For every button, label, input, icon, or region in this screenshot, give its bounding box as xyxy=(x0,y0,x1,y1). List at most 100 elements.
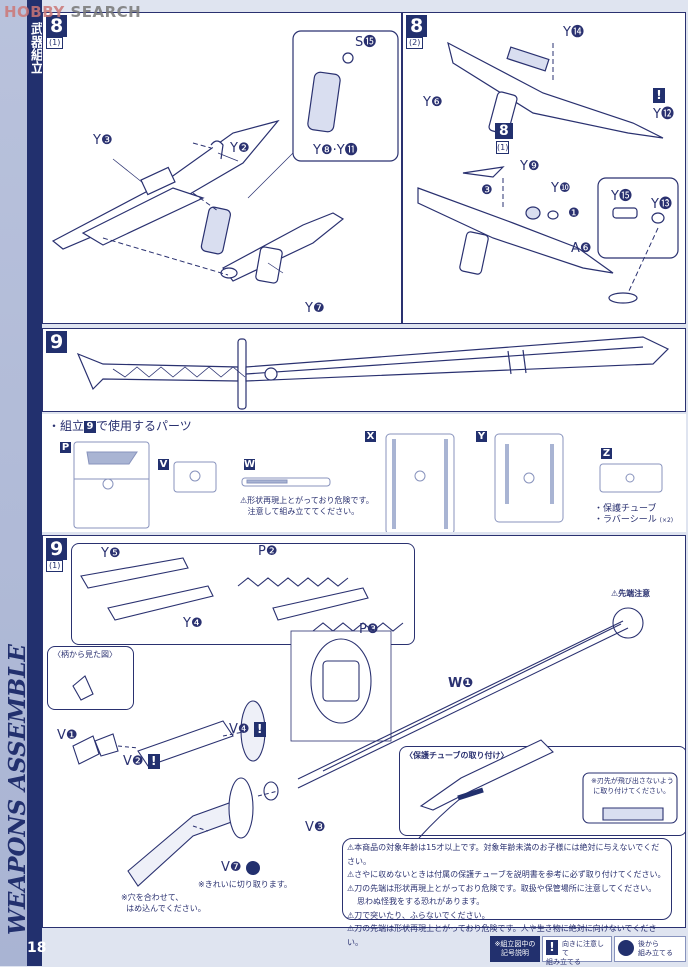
warning-text: 刀の先端は形状再現上とがっており危険です。人や生き物に絶対に向けないでください。 xyxy=(347,924,657,947)
substep-number: (2) xyxy=(406,37,424,49)
part-label-1: ❶ xyxy=(568,206,580,221)
watermark-logo: HOBBY SEARCH xyxy=(4,3,141,21)
parts-title-suffix: で使用するパーツ xyxy=(96,419,192,433)
warning-text: 刀で突いたり、ふらないでください。 xyxy=(354,910,490,920)
assemble-later-icon xyxy=(618,940,634,956)
orientation-mark-icon: ! xyxy=(253,722,266,737)
sidebar-band xyxy=(27,0,42,966)
watermark-brand-1: HOBBY xyxy=(4,3,65,21)
parts-title-step: 9 xyxy=(84,420,97,433)
part-label-y10: Y❿ xyxy=(551,181,571,196)
warning-item: ⚠刀の先端は形状再現上とがっており危険です。人や生き物に絶対に向けないでください… xyxy=(347,924,657,947)
reference-substep: (1) xyxy=(496,141,510,154)
part-label-v7-text: V❼ xyxy=(221,860,242,875)
step-8-1-panel: 8 (1) Y❸ Y❷ S⓯ Y❽·Y⓫ Y❼ xyxy=(42,12,402,324)
part-label-a6: A❻ xyxy=(571,241,592,256)
rifle-assembly-illustration xyxy=(51,30,399,284)
tube-attach-title: 〈保護チューブの取り付け〉 xyxy=(405,751,509,760)
part-label-v1: V❶ xyxy=(57,728,78,743)
legend-orientation: ! 向きに注意して組み立てる xyxy=(542,936,612,966)
step-number: 9 xyxy=(46,538,68,560)
runner-tag-z: Z xyxy=(601,448,612,459)
step-9-panel: 9 xyxy=(42,328,686,412)
part-label-y15: Y⓯ xyxy=(611,189,632,204)
part-label-v2-text: V❷ xyxy=(123,754,144,769)
orientation-mark-icon: ! xyxy=(546,940,558,955)
runner-illustrations xyxy=(73,433,663,532)
part-label-y8-y11: Y❽·Y⓫ xyxy=(313,143,358,158)
runner-tag-y: Y xyxy=(476,431,487,442)
step-number: 8 xyxy=(406,15,428,37)
side-view-inset xyxy=(47,646,134,710)
rifle-final-illustration xyxy=(417,41,679,304)
part-label-p2: P❷ xyxy=(258,544,278,559)
orientation-mark-icon: ! xyxy=(653,88,665,103)
runner-tag-v: V xyxy=(158,459,169,470)
part-label-s15: S⓯ xyxy=(355,35,377,50)
runner-tag-x: X xyxy=(365,431,376,442)
katana-assembly-illustration xyxy=(72,557,678,887)
z-item-seal-qty: (×2) xyxy=(659,517,674,524)
sword-illustration xyxy=(76,336,670,410)
legend-title: ※組立図中の記号説明 xyxy=(490,936,540,962)
runner-tag-p: P xyxy=(60,442,71,453)
warning-item: ⚠刀の先端は形状再現上とがっており危険です。取扱や保管場所に注意してください。 xyxy=(347,883,657,893)
legend-later-2: 組み立てる xyxy=(638,949,673,957)
part-label-y14: Y⓮ xyxy=(563,25,584,40)
part-label-v2: V❷ ! xyxy=(123,754,160,769)
step-8-2-panel: 8 (2) Y⓮ Y❻ !Y⓬ 8 (1) Y❾ Y❿ ❸ ❶ Y⓯ Y⓭ A❻ xyxy=(402,12,686,324)
section-title-jp: 武器組立 xyxy=(28,22,43,74)
part-label-v4: V❹ ! xyxy=(229,722,266,737)
watermark-brand-2: SEARCH xyxy=(64,3,142,21)
part-label-y6: Y❻ xyxy=(423,95,443,110)
warning-text: 本商品の対象年齢は15才以上です。対象年齢未満のお子様には絶対に与えないでくださ… xyxy=(347,843,660,866)
warning-item: 思わぬ怪我をする恐れがあります。 xyxy=(347,895,667,909)
part-label-y12-text: Y⓬ xyxy=(653,107,674,122)
tube-note: ※刃先が飛び出さないよう に取り付けてください。 xyxy=(591,776,674,796)
warning-text: 思わぬ怪我をする恐れがあります。 xyxy=(357,897,485,906)
w-warning: ⚠形状再現上とがっており危険です。 注意して組み立ててください。 xyxy=(240,496,374,516)
note-fit-1: ※穴を合わせて、 xyxy=(121,893,184,902)
part-label-y3: Y❸ xyxy=(93,133,113,148)
w-warning-line-2: 注意して組み立ててください。 xyxy=(247,507,360,516)
part-label-y13: Y⓭ xyxy=(651,197,672,212)
safety-warnings: ⚠本商品の対象年齢は15才以上です。対象年齢未満のお子様には絶対に与えないでくだ… xyxy=(342,838,672,947)
parts-title-prefix: ・組立 xyxy=(48,419,85,433)
legend-orient-2: 組み立てる xyxy=(546,958,581,966)
substep-number: (1) xyxy=(46,37,64,49)
tip-caution: ⚠先端注意 xyxy=(611,589,651,598)
legend-title-2: 記号説明 xyxy=(501,949,529,957)
substep-number: (1) xyxy=(46,560,64,572)
orientation-mark-icon: ! xyxy=(147,754,160,769)
tube-note-2: に取り付けてください。 xyxy=(593,787,671,795)
part-label-w1: W❶ xyxy=(448,676,474,691)
warning-item: ⚠刀で突いたり、ふらないでください。 xyxy=(347,910,490,920)
z-item-seal: ・ラバーシール xyxy=(594,515,657,525)
legend-title-1: ※組立図中の xyxy=(494,940,536,948)
warning-text: さやに収めないときは付属の保護チューブを説明書を参考に必ず取り付けてください。 xyxy=(354,870,666,879)
note-cut: ※きれいに切り取ります。 xyxy=(198,880,292,889)
part-label-y4: Y❹ xyxy=(183,616,203,631)
z-item-tube: ・保護チューブ xyxy=(594,504,657,514)
part-label-y7: Y❼ xyxy=(305,301,325,316)
part-label-v3: V❸ xyxy=(305,820,326,835)
sidebar-background xyxy=(0,0,27,966)
part-label-y5: Y❺ xyxy=(101,546,121,561)
step-number: 9 xyxy=(46,331,68,353)
reference-step-number: 8 xyxy=(495,123,513,139)
warning-item: ⚠本商品の対象年齢は15才以上です。対象年齢未満のお子様には絶対に与えないでくだ… xyxy=(347,843,660,866)
warning-text: 刀の先端は形状再現上とがっており危険です。取扱や保管場所に注意してください。 xyxy=(354,883,657,893)
z-items: ・保護チューブ・ラバーシール (×2) xyxy=(594,504,673,526)
legend-later-1: 後から xyxy=(638,940,659,948)
legend-orient-1: 向きに注意して xyxy=(562,940,604,957)
note-fit-2: はめ込んでください。 xyxy=(126,904,206,913)
part-label-y12: ! Y⓬ xyxy=(653,88,674,122)
part-label-p3: P❸ xyxy=(359,622,379,637)
page-number: 18 xyxy=(27,940,47,956)
tube-note-1: ※刃先が飛び出さないよう xyxy=(591,777,674,785)
side-view-label: 〈柄から見た図〉 xyxy=(53,650,117,659)
assemble-later-icon xyxy=(245,860,260,875)
legend-later: 後から組み立てる xyxy=(614,936,686,962)
